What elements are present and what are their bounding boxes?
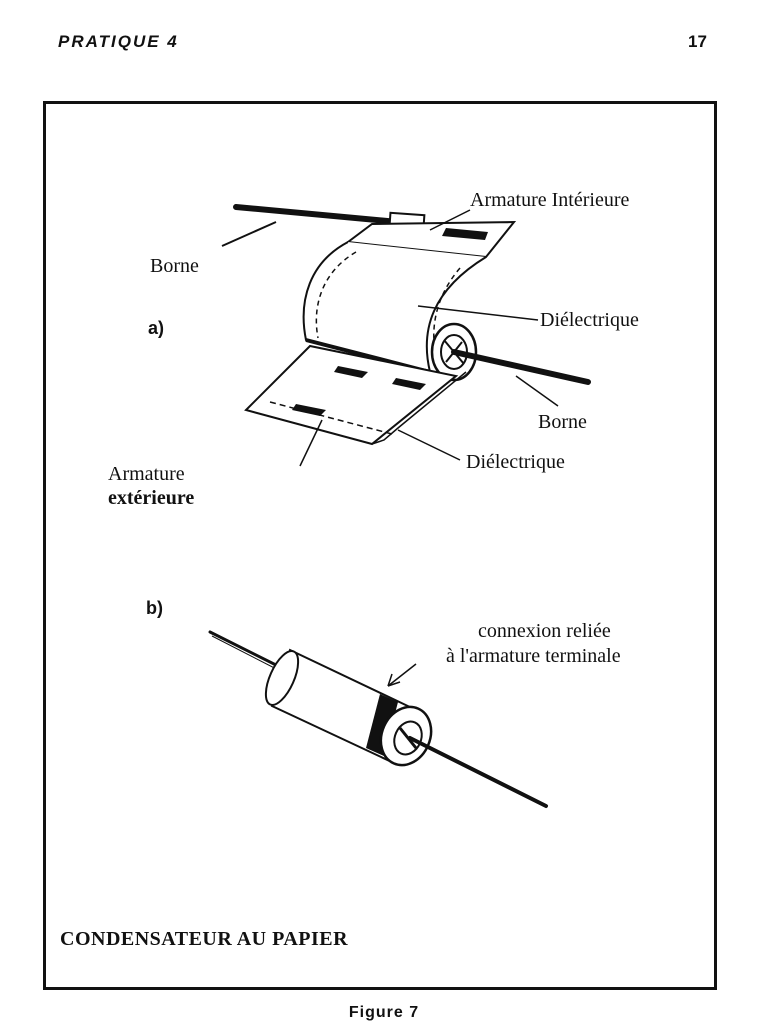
right-terminal-wire	[451, 349, 591, 385]
label-connexion-line2: à l'armature terminale	[446, 645, 621, 667]
leader-borne-left	[221, 221, 277, 247]
label-dielectrique-top: Diélectrique	[540, 309, 639, 331]
part-label-b: b)	[146, 598, 163, 618]
leader-armature-exterieure	[299, 419, 323, 467]
label-armature-exterieure-line2: extérieure	[108, 487, 195, 509]
page-number: 17	[688, 32, 707, 51]
leader-borne-right	[515, 375, 559, 407]
rolled-capacitor-drawing	[221, 204, 591, 467]
figure-frame	[43, 101, 717, 990]
figure-title: CONDENSATEUR AU PAPIER	[60, 928, 349, 950]
label-borne-right: Borne	[538, 411, 587, 433]
capacitor-lead-right	[408, 736, 548, 808]
leader-dielectrique-bottom	[397, 429, 461, 461]
leader-dielectrique-top	[417, 305, 539, 321]
label-armature-interieure: Armature Intérieure	[470, 189, 630, 211]
leader-armature-interieure	[429, 209, 471, 231]
leader-connexion	[387, 663, 417, 687]
part-label-a: a)	[148, 318, 165, 338]
label-dielectrique-bottom: Diélectrique	[466, 451, 565, 473]
finished-capacitor-drawing	[208, 630, 548, 808]
figure-caption: Figure 7	[348, 1004, 420, 1021]
label-borne-left: Borne	[150, 255, 199, 277]
label-connexion-line1: connexion reliée	[478, 620, 611, 642]
running-header-section: PRATIQUE 4	[58, 32, 179, 51]
label-armature-exterieure-line1: Armature	[108, 463, 185, 485]
capacitor-band	[366, 694, 398, 756]
left-terminal-wire	[233, 204, 401, 225]
